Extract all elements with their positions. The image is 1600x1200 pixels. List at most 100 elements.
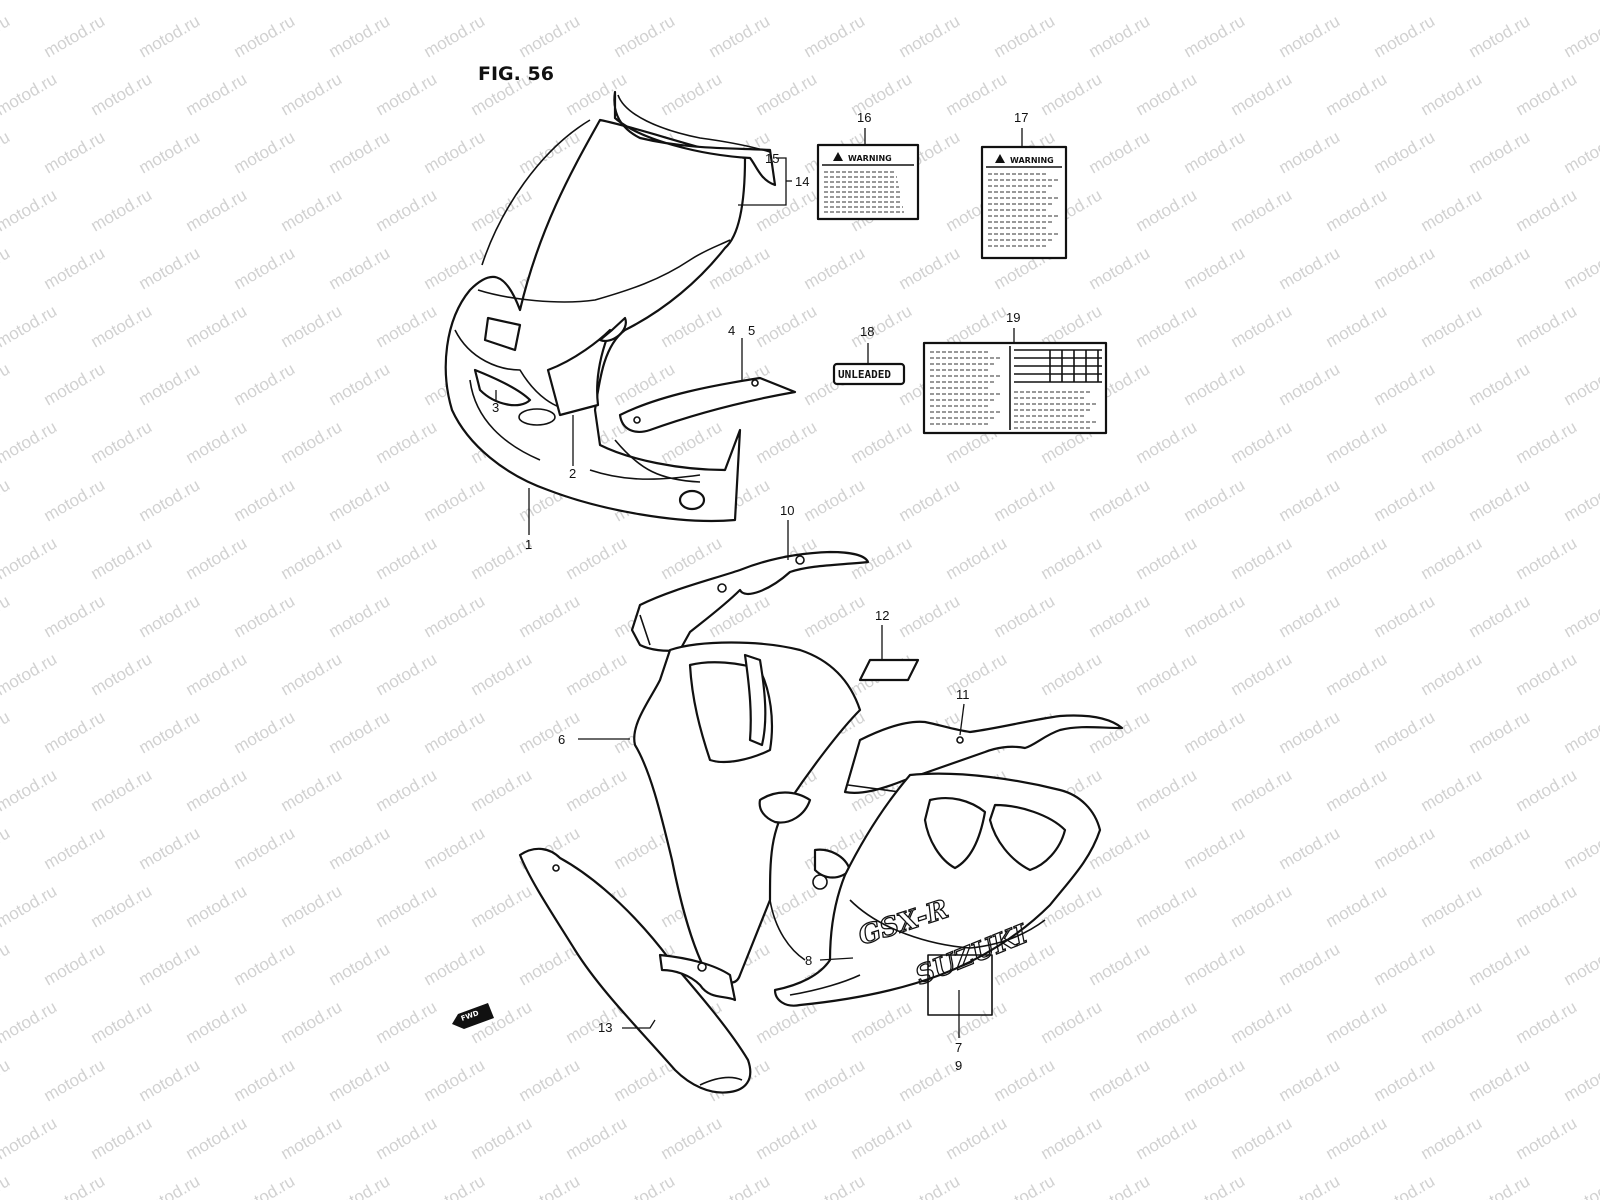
- watermark-text: motod.ru: [658, 301, 726, 351]
- watermark-text: motod.ru: [753, 69, 821, 119]
- watermark-text: motod.ru: [1181, 1055, 1249, 1105]
- watermark-text: motod.ru: [326, 475, 394, 525]
- watermark-text: motod.ru: [1228, 417, 1296, 467]
- watermark-text: motod.ru: [563, 0, 631, 3]
- callout-18: 18: [860, 324, 874, 339]
- watermark-text: motod.ru: [1228, 765, 1296, 815]
- watermark-text: motod.ru: [1513, 301, 1581, 351]
- watermark-text: motod.ru: [563, 69, 631, 119]
- inner-panel[interactable]: [630, 550, 870, 652]
- watermark-text: motod.ru: [1133, 301, 1201, 351]
- watermark-text: motod.ru: [753, 417, 821, 467]
- windscreen[interactable]: [613, 90, 777, 187]
- watermark-text: motod.ru: [563, 1113, 631, 1163]
- watermark-text: motod.ru: [1181, 475, 1249, 525]
- watermark-text: motod.ru: [1513, 649, 1581, 699]
- watermark-text: motod.ru: [1228, 69, 1296, 119]
- watermark-text: motod.ru: [183, 417, 251, 467]
- watermark-text: motod.ru: [468, 185, 536, 235]
- warning-decal-16[interactable]: WARNING: [816, 143, 920, 221]
- watermark-text: motod.ru: [1418, 185, 1486, 235]
- watermark-text: motod.ru: [1371, 1055, 1439, 1105]
- watermark-text: motod.ru: [0, 823, 13, 873]
- watermark-text: motod.ru: [373, 69, 441, 119]
- watermark-text: motod.ru: [468, 765, 536, 815]
- watermark-text: motod.ru: [1561, 359, 1600, 409]
- watermark-text: motod.ru: [563, 649, 631, 699]
- watermark-text: motod.ru: [88, 533, 156, 583]
- watermark-text: motod.ru: [136, 475, 204, 525]
- watermark-text: motod.ru: [658, 69, 726, 119]
- watermark-text: motod.ru: [1513, 69, 1581, 119]
- watermark-text: motod.ru: [1418, 649, 1486, 699]
- watermark-text: motod.ru: [1466, 359, 1534, 409]
- watermark-text: motod.ru: [1513, 533, 1581, 583]
- warning-decal-17[interactable]: WARNING: [980, 145, 1068, 260]
- watermark-text: motod.ru: [0, 1171, 13, 1200]
- side-stripe-decal[interactable]: [618, 376, 797, 433]
- watermark-text: motod.ru: [1038, 0, 1106, 3]
- watermark-text: motod.ru: [183, 185, 251, 235]
- watermark-text: motod.ru: [1228, 533, 1296, 583]
- info-label-19[interactable]: [922, 341, 1108, 435]
- watermark-text: motod.ru: [1276, 475, 1344, 525]
- watermark-text: motod.ru: [1276, 1055, 1344, 1105]
- watermark-text: motod.ru: [278, 185, 346, 235]
- watermark-text: motod.ru: [468, 649, 536, 699]
- watermark-text: motod.ru: [848, 301, 916, 351]
- watermark-text: motod.ru: [421, 127, 489, 177]
- watermark-text: motod.ru: [88, 69, 156, 119]
- watermark-text: motod.ru: [231, 127, 299, 177]
- side-cowling[interactable]: [633, 641, 862, 984]
- watermark-text: motod.ru: [1323, 417, 1391, 467]
- watermark-text: motod.ru: [1561, 11, 1600, 61]
- chin-panel[interactable]: [518, 847, 752, 1094]
- watermark-text: motod.ru: [1086, 1055, 1154, 1105]
- watermark-text: motod.ru: [1276, 823, 1344, 873]
- watermark-text: motod.ru: [991, 475, 1059, 525]
- watermark-text: motod.ru: [943, 1113, 1011, 1163]
- watermark-text: motod.ru: [1561, 243, 1600, 293]
- watermark-text: motod.ru: [1086, 591, 1154, 641]
- watermark-text: motod.ru: [1561, 823, 1600, 873]
- watermark-text: motod.ru: [753, 301, 821, 351]
- watermark-text: motod.ru: [1181, 823, 1249, 873]
- unleaded-decal[interactable]: UNLEADED: [832, 362, 906, 386]
- callout-numbers: 1 2 3 4 5 6 7 8 9 10 11 12 13 14 15 16 1…: [492, 110, 1028, 1073]
- watermark-text: motod.ru: [1086, 475, 1154, 525]
- watermark-text: motod.ru: [421, 475, 489, 525]
- watermark-text: motod.ru: [0, 475, 13, 525]
- watermark-text: motod.ru: [1513, 997, 1581, 1047]
- watermark-text: motod.ru: [326, 127, 394, 177]
- watermark-text: motod.ru: [468, 1113, 536, 1163]
- watermark-text: motod.ru: [1038, 1113, 1106, 1163]
- callout-17: 17: [1014, 110, 1028, 125]
- upper-cowling[interactable]: [444, 118, 747, 523]
- watermark-text: motod.ru: [658, 533, 726, 583]
- watermark-text: motod.ru: [1181, 1171, 1249, 1200]
- watermark-text: motod.ru: [278, 765, 346, 815]
- watermark-text: motod.ru: [1276, 127, 1344, 177]
- watermark-text: motod.ru: [278, 649, 346, 699]
- watermark-text: motod.ru: [801, 243, 869, 293]
- watermark-text: motod.ru: [848, 1113, 916, 1163]
- watermark-text: motod.ru: [183, 301, 251, 351]
- decal-12[interactable]: [858, 658, 920, 682]
- watermark-text: motod.ru: [1181, 591, 1249, 641]
- watermark-text: motod.ru: [848, 997, 916, 1047]
- watermark-text: motod.ru: [1371, 823, 1439, 873]
- watermark-text: motod.ru: [1228, 0, 1296, 3]
- watermark-text: motod.ru: [278, 1113, 346, 1163]
- watermark-text: motod.ru: [278, 997, 346, 1047]
- watermark-text: motod.ru: [1181, 243, 1249, 293]
- watermark-text: motod.ru: [991, 11, 1059, 61]
- watermark-text: motod.ru: [278, 417, 346, 467]
- watermark-text: motod.ru: [848, 417, 916, 467]
- watermark-text: motod.ru: [1038, 69, 1106, 119]
- watermark-text: motod.ru: [183, 1113, 251, 1163]
- watermark-text: motod.ru: [136, 1171, 204, 1200]
- callout-14: 14: [795, 174, 809, 189]
- watermark-text: motod.ru: [326, 823, 394, 873]
- watermark-text: motod.ru: [991, 591, 1059, 641]
- watermark-text: motod.ru: [1181, 11, 1249, 61]
